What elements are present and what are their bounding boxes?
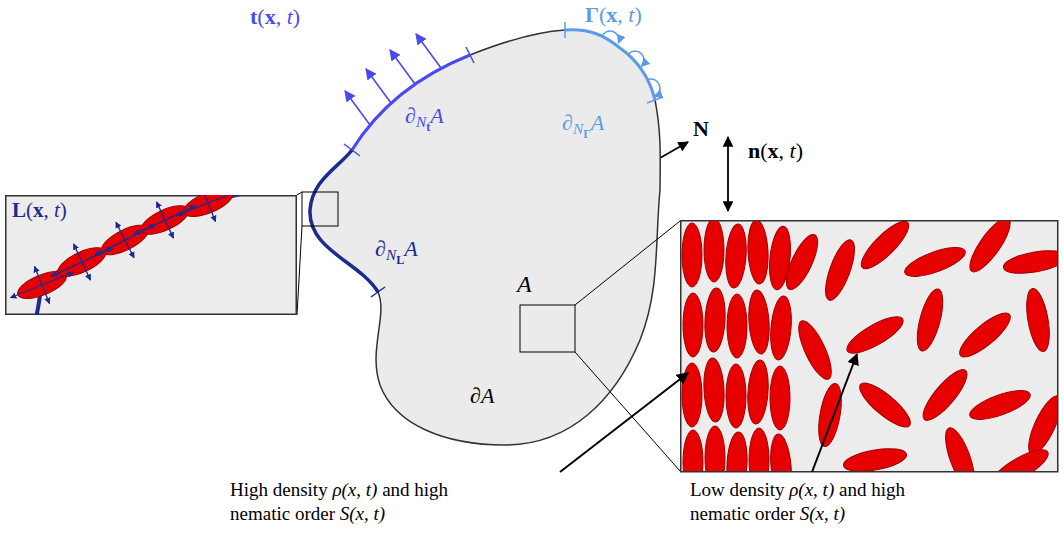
drawing-ellipse — [940, 425, 981, 471]
note-label: Low density ρ(x, t) and high nematic ord… — [690, 478, 922, 526]
drawing-line — [366, 69, 391, 103]
drawing-rect — [302, 192, 338, 226]
drawing-ellipse — [855, 221, 914, 275]
drawing-ellipse — [682, 363, 702, 427]
normal-arrow — [660, 142, 688, 158]
traction-boundary — [344, 34, 474, 156]
drawing-ellipse — [768, 433, 794, 471]
boundary-part-label: ∂NΓA — [562, 110, 604, 142]
drawing-path — [629, 47, 648, 66]
drawing-ellipse — [987, 443, 1052, 471]
drawing-line — [35, 266, 50, 303]
drawing-g — [5, 254, 81, 315]
drawing-ellipse — [747, 289, 771, 354]
drawing-line — [727, 137, 729, 211]
boundary-label: ∂A — [470, 383, 494, 409]
drawing-ellipse — [854, 377, 916, 433]
drawing-line — [647, 97, 663, 103]
drawing-path — [648, 76, 663, 96]
drawing-rect — [6, 196, 297, 315]
drawing-line — [575, 221, 680, 305]
drawing-ellipse — [768, 295, 794, 360]
drawing-ellipse — [820, 237, 861, 304]
torque-boundary — [565, 22, 663, 103]
boundary-part-label: ∂NLA — [375, 236, 418, 268]
drawing-ellipse — [746, 359, 770, 424]
drawing-ellipse — [704, 221, 724, 282]
drawing-line — [116, 222, 134, 258]
drawing-line — [575, 352, 680, 471]
drawing-line — [660, 142, 688, 158]
drawing-ellipse — [842, 445, 909, 471]
drawing-ellipse — [792, 317, 837, 383]
drawing-ellipse — [912, 287, 948, 354]
drawing-ellipse — [1023, 287, 1054, 354]
drawing-g — [345, 34, 441, 125]
drawing-g — [126, 195, 205, 252]
drawing-line — [157, 202, 174, 238]
drawing-ellipse — [724, 223, 748, 288]
drawing-ellipse — [967, 385, 1034, 426]
drawing-line — [74, 244, 91, 280]
region-node: A ∂A — [300, 15, 670, 455]
drawing-ellipse — [749, 428, 769, 471]
drawing-ellipse — [705, 426, 725, 471]
inset-label: L(x, t) — [12, 198, 67, 223]
drawing-path — [352, 55, 470, 150]
drawing-g — [602, 28, 663, 96]
director-label: n(x, t) — [748, 138, 803, 164]
drawing-ellipse — [682, 223, 702, 287]
drawing-ellipse — [703, 288, 726, 353]
drawing-line — [201, 195, 216, 222]
zoom-squares — [297, 192, 680, 471]
drawing-ellipse — [842, 310, 907, 359]
inset-node: L(x, t) — [5, 195, 297, 315]
right-inset — [681, 213, 1063, 499]
drawing-line — [371, 287, 385, 297]
drawing-g — [5, 195, 247, 315]
drawing-ellipse — [954, 307, 1016, 363]
drawing-ellipse — [1002, 247, 1057, 278]
drawing-line — [176, 195, 239, 216]
drawing-line — [390, 50, 415, 84]
drawing-ellipse — [702, 358, 725, 423]
director-arrow — [727, 137, 729, 211]
note-label: High density ρ(x, t) and high nematic or… — [230, 478, 462, 526]
drawing-path — [310, 150, 378, 292]
drawing-line — [466, 47, 474, 63]
region-shape — [310, 30, 660, 445]
drawing-ellipse — [746, 221, 769, 284]
traction-label: t(x, t) — [250, 4, 300, 30]
anchoring-boundary — [310, 150, 385, 297]
torque-label: Γ(x, t) — [585, 2, 642, 28]
drawing-ellipse — [780, 231, 823, 294]
drawing-line — [297, 226, 302, 315]
drawing-ellipse — [683, 293, 703, 357]
drawing-g — [682, 221, 1057, 471]
drawing-ellipse — [683, 430, 703, 471]
drawing-ellipse — [917, 364, 973, 426]
drawing-ellipse — [727, 294, 747, 358]
drawing-g — [43, 230, 122, 295]
drawing-g — [86, 207, 165, 274]
drawing-ellipse — [1022, 392, 1057, 458]
drawing-ellipse — [726, 364, 746, 428]
drawing-line — [297, 192, 302, 195]
drawing-ellipse — [815, 382, 846, 449]
drawing-line — [416, 34, 441, 68]
drawing-ellipse — [137, 200, 193, 240]
drawing-path — [602, 28, 622, 43]
drawing-ellipse — [725, 432, 748, 471]
drawing-rect — [520, 305, 575, 352]
boundary-part-label: ∂NtA — [405, 103, 444, 135]
drawing-path — [565, 30, 655, 100]
drawing-ellipse — [770, 366, 790, 430]
drawing-line — [345, 91, 370, 125]
drawing-ellipse — [902, 242, 969, 283]
region-label: A — [517, 270, 532, 299]
drawing-g — [169, 195, 247, 234]
drawing-line — [564, 22, 566, 38]
drawing-line — [812, 354, 857, 472]
normal-label: N — [693, 116, 709, 142]
